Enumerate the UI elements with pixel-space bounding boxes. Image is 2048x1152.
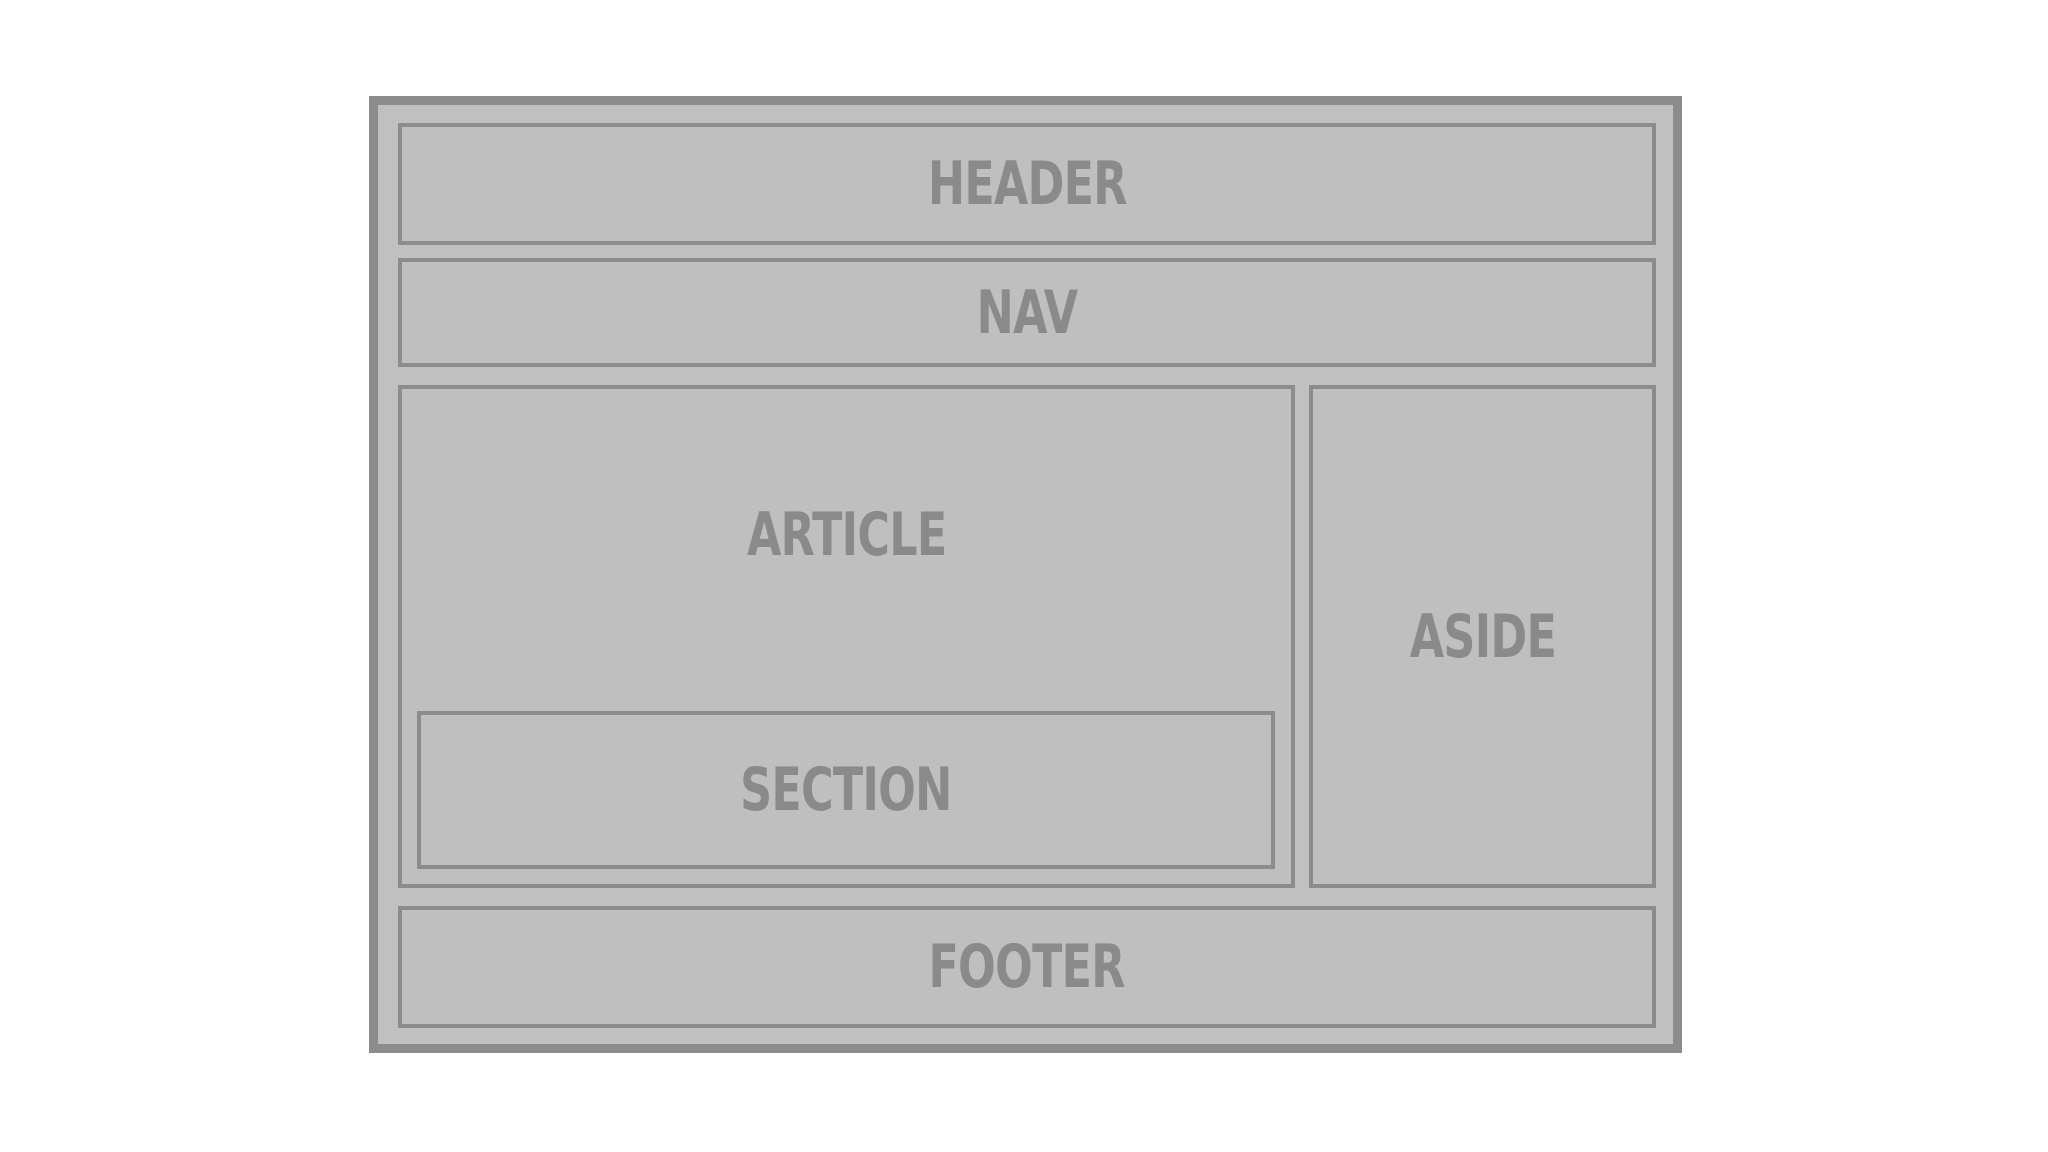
aside-block: ASIDE bbox=[1309, 385, 1656, 888]
nav-block: NAV bbox=[398, 258, 1656, 367]
header-label: HEADER bbox=[927, 149, 1128, 219]
header-block: HEADER bbox=[398, 123, 1656, 245]
nav-label: NAV bbox=[976, 277, 1078, 348]
aside-label: ASIDE bbox=[1409, 601, 1556, 672]
section-label: SECTION bbox=[740, 755, 952, 825]
section-block: SECTION bbox=[417, 711, 1275, 869]
footer-label: FOOTER bbox=[928, 932, 1126, 1002]
article-label: ARTICLE bbox=[746, 500, 947, 570]
footer-block: FOOTER bbox=[398, 906, 1656, 1028]
